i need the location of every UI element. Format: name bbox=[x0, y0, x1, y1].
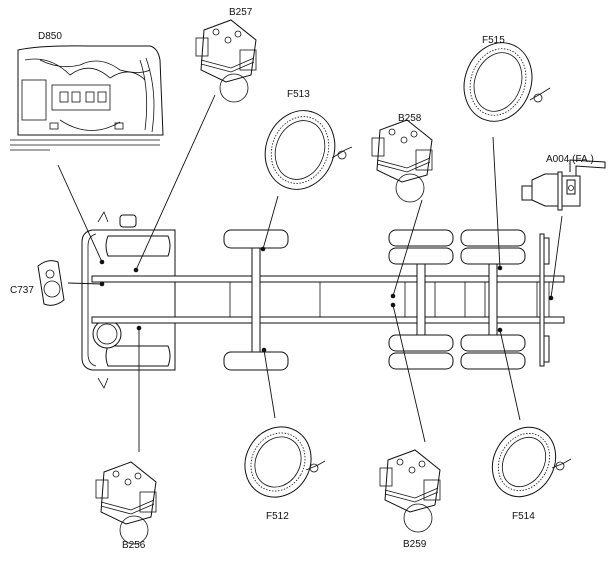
d850-compartment-illustration bbox=[10, 45, 164, 151]
label-d850: D850 bbox=[38, 31, 62, 42]
rear-axle-1 bbox=[388, 229, 454, 370]
f512-sensor-ring-illustration bbox=[244, 426, 326, 498]
label-b258: B258 bbox=[398, 113, 422, 124]
b258-valve-illustration bbox=[371, 119, 433, 203]
label-f512: F512 bbox=[266, 511, 289, 522]
rear-axle-2 bbox=[460, 229, 526, 370]
b259-valve-illustration bbox=[379, 449, 441, 533]
label-b259: B259 bbox=[403, 539, 427, 550]
front-axle bbox=[223, 229, 289, 371]
cab-outline bbox=[81, 211, 176, 389]
label-f513: F513 bbox=[287, 89, 310, 100]
label-f515: F515 bbox=[482, 35, 505, 46]
label-b256: B256 bbox=[122, 540, 146, 551]
f513-sensor-ring-illustration bbox=[264, 110, 353, 190]
label-b257: B257 bbox=[229, 7, 253, 18]
b257-valve-illustration bbox=[195, 19, 257, 103]
c737-switch-illustration bbox=[37, 260, 65, 306]
label-a004: A004 (FA.) bbox=[546, 154, 594, 165]
f515-sensor-ring-illustration bbox=[463, 42, 551, 122]
a004-connector-illustration bbox=[521, 159, 606, 211]
rear-bumper bbox=[539, 233, 550, 367]
label-f514: F514 bbox=[512, 511, 535, 522]
f514-sensor-ring-illustration bbox=[491, 426, 572, 498]
connection-points bbox=[99, 246, 554, 353]
label-c737: C737 bbox=[10, 285, 34, 296]
leader-lines bbox=[57, 94, 563, 452]
b256-valve-illustration bbox=[95, 461, 157, 545]
